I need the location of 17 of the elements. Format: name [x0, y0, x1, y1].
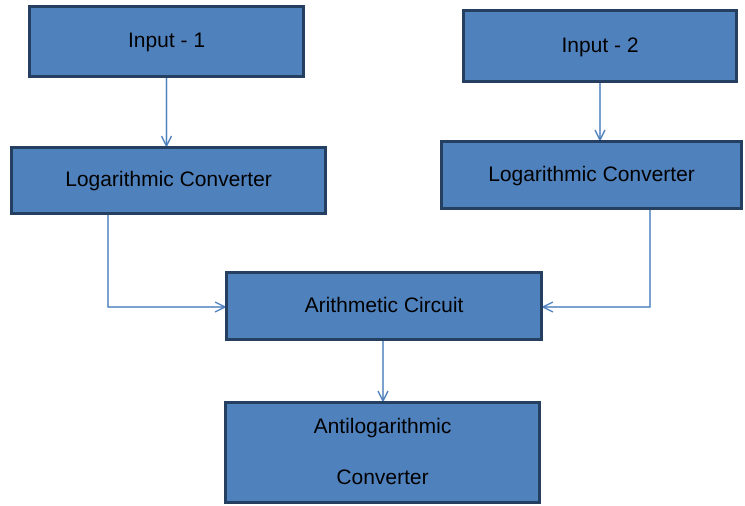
arrow: [107, 215, 226, 313]
arrow: [377, 341, 389, 402]
process-box: [10, 146, 327, 215]
box-label: Input - 1: [128, 29, 206, 54]
box-label: Input - 2: [561, 34, 639, 58]
arrow: [594, 83, 606, 141]
process-box: [225, 271, 543, 341]
process-box: [28, 5, 305, 78]
arrow: [542, 210, 651, 313]
process-box: [440, 140, 743, 210]
box-label: Antilogarithmic Converter: [312, 414, 452, 490]
process-box: [462, 9, 738, 83]
box-label: Logarithmic Converter: [488, 162, 695, 188]
arrow: [160, 78, 172, 147]
process-box: [224, 401, 541, 504]
box-label: Logarithmic Converter: [65, 168, 272, 193]
box-label: Arithmetic Circuit: [304, 294, 464, 318]
